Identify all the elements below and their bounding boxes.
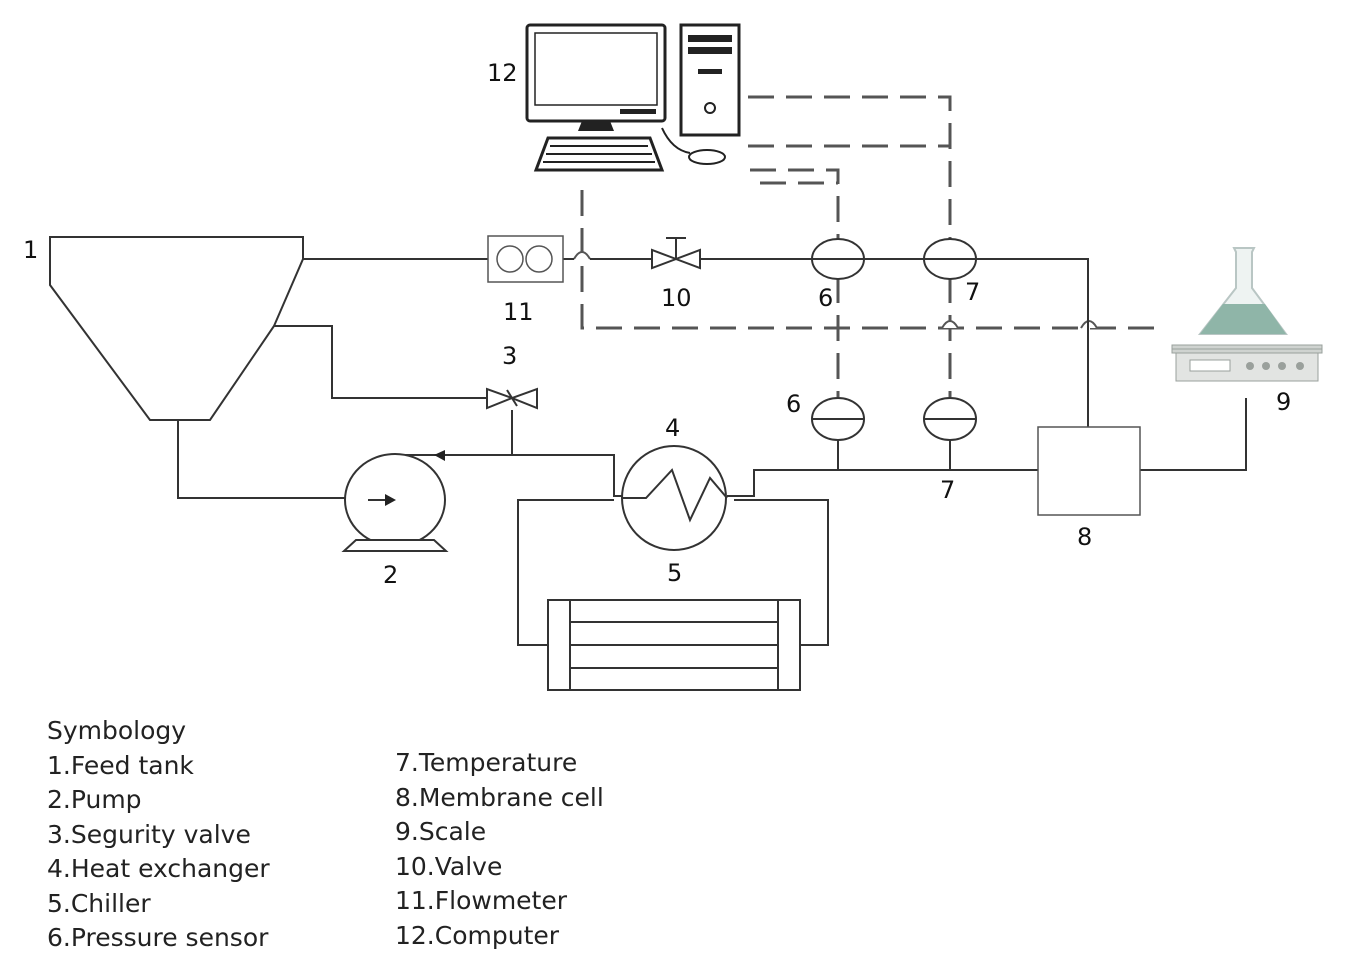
pressure-sensor-top (811, 238, 865, 280)
label-feed-tank: 1 (23, 236, 38, 264)
legend-left: Symbology 1.Feed tank 2.Pump 3.Segurity … (47, 714, 270, 956)
legend-item: 5.Chiller (47, 888, 151, 918)
pressure-sensor-bottom (811, 397, 865, 441)
legend-item: 8.Membrane cell (395, 782, 604, 812)
label-pressure-sensor-top: 6 (818, 284, 833, 312)
pump (341, 453, 449, 552)
legend-item: 6.Pressure sensor (47, 923, 269, 952)
label-scale: 9 (1276, 388, 1291, 416)
legend-item: 2.Pump (47, 785, 142, 814)
label-valve: 10 (661, 284, 692, 312)
chiller (547, 599, 801, 691)
legend-item: 4.Heat exchanger (47, 854, 270, 883)
label-heat-exchanger: 4 (665, 414, 680, 442)
label-flowmeter: 11 (503, 298, 534, 326)
label-security-valve: 3 (502, 342, 517, 370)
legend-right: 7.Temperature 8.Membrane cell 9.Scale 10… (395, 746, 604, 953)
flowmeter (487, 235, 564, 283)
membrane-cell (1037, 426, 1141, 516)
legend-item: 11.Flowmeter (395, 886, 568, 915)
legend-item: 9.Scale (395, 817, 487, 846)
temperature-sensor-top (923, 238, 977, 280)
label-pressure-sensor-bottom: 6 (786, 390, 801, 418)
feed-tank (49, 236, 304, 421)
label-membrane-cell: 8 (1077, 523, 1092, 551)
legend-item: 12.Computer (395, 920, 560, 950)
scale-icon (1171, 247, 1323, 382)
process-pipes (177, 258, 1247, 646)
label-computer: 12 (487, 59, 518, 87)
legend-item: 7.Temperature (395, 748, 578, 777)
signal-lines (580, 95, 1158, 397)
legend-title: Symbology (47, 716, 187, 745)
flow-arrow-head (434, 450, 445, 461)
legend-item: 3.Segurity valve (47, 819, 251, 849)
temperature-sensor-bottom (923, 397, 977, 441)
label-temperature-bottom: 7 (940, 476, 955, 504)
label-pump: 2 (383, 561, 398, 589)
heat-exchanger (621, 445, 728, 551)
label-temperature-top: 7 (965, 278, 980, 306)
legend-item: 1.Feed tank (47, 750, 194, 780)
valve (651, 237, 701, 270)
computer-icon (525, 23, 741, 172)
label-chiller: 5 (667, 559, 682, 587)
legend-item: 10.Valve (395, 851, 503, 881)
security-valve (486, 387, 538, 410)
